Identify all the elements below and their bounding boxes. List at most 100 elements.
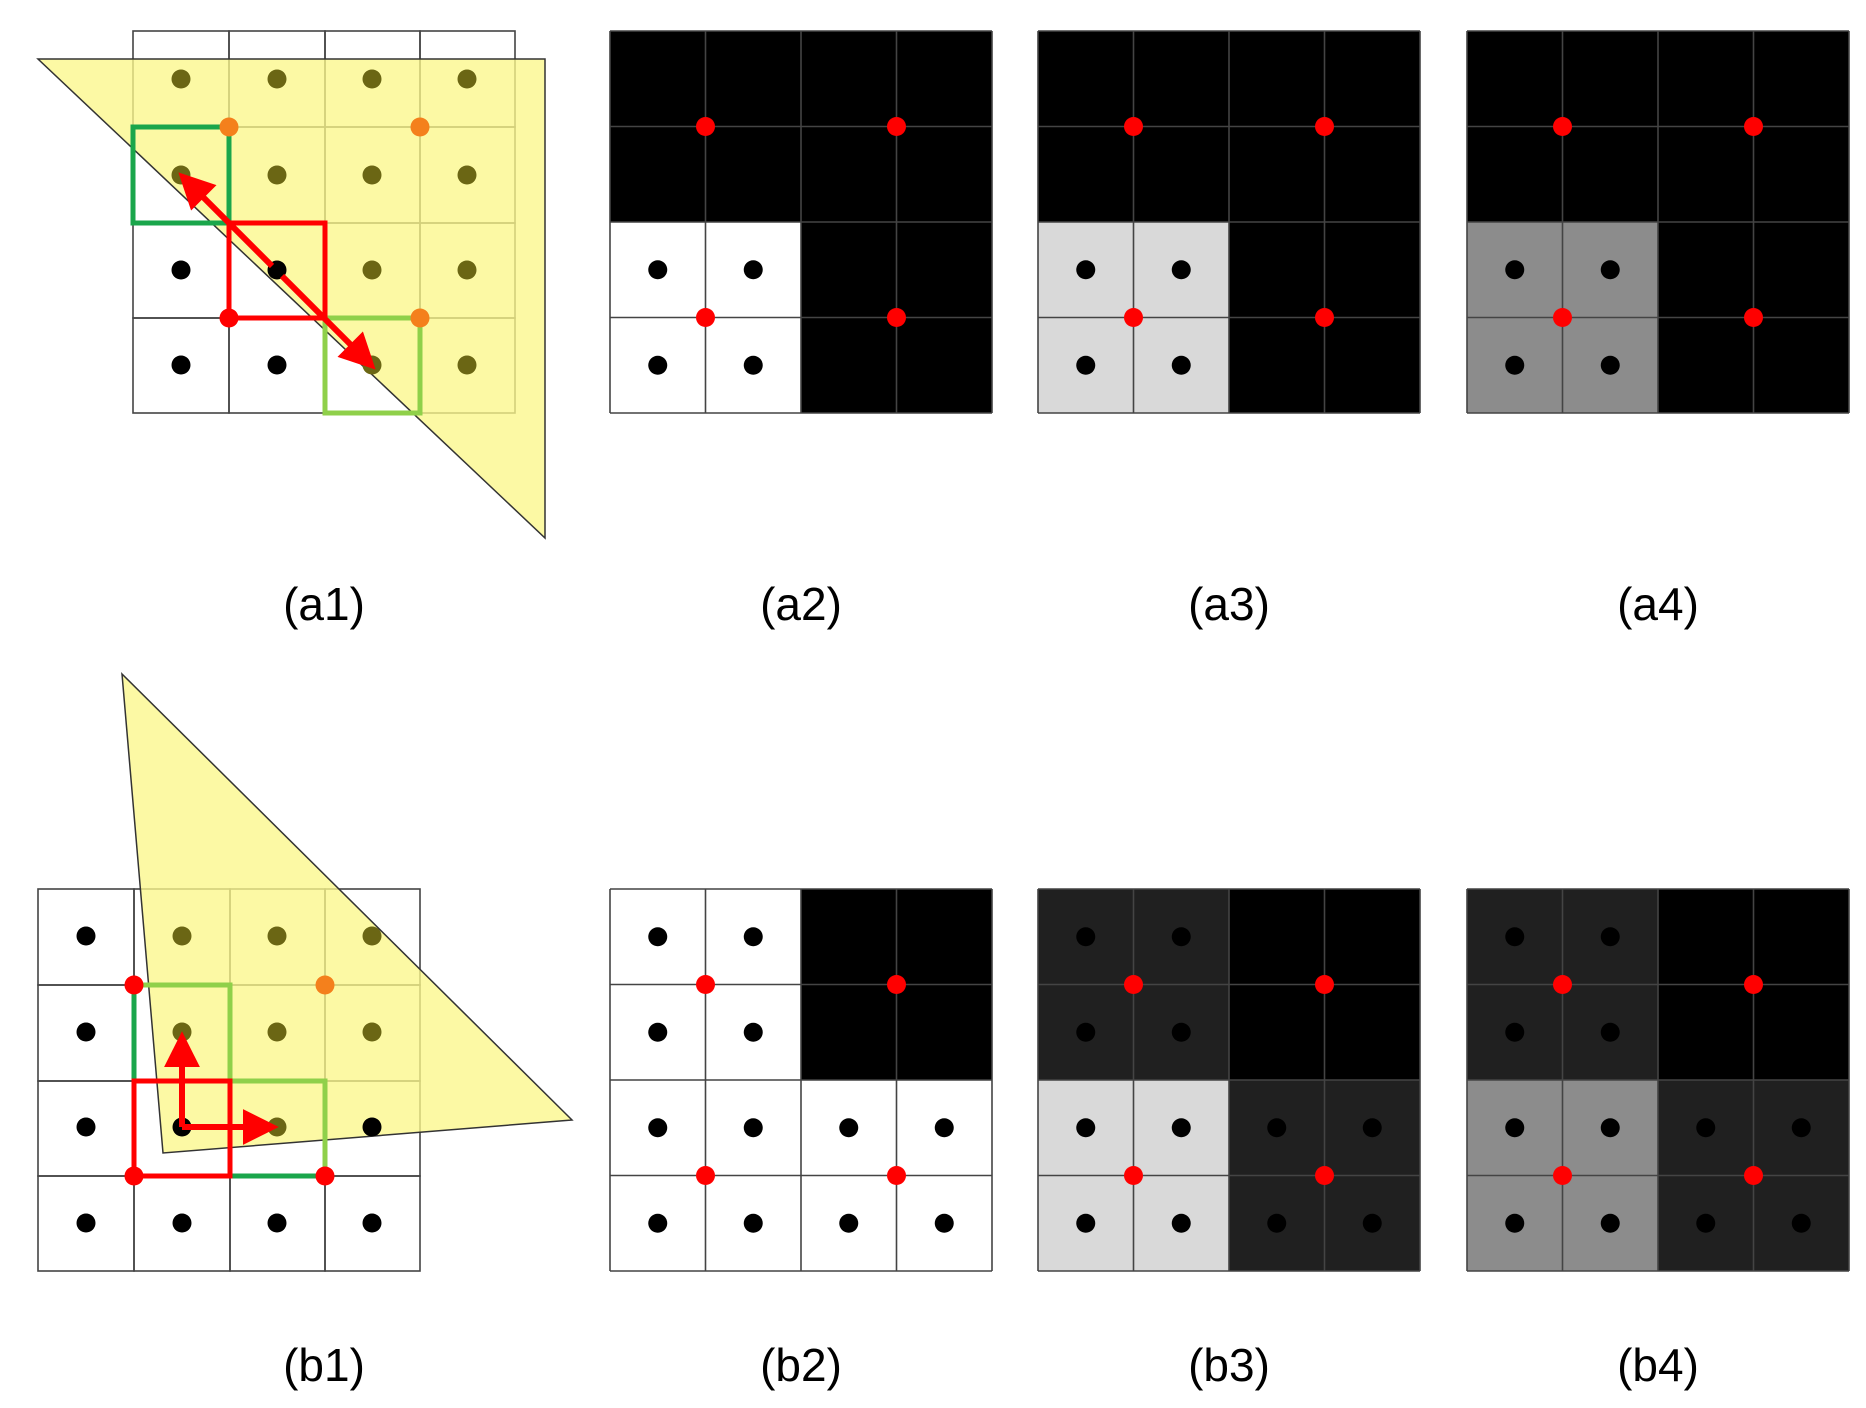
sample-dot	[648, 927, 668, 947]
sample-dot	[457, 69, 477, 89]
sample-dot	[1171, 1213, 1191, 1233]
panel-a2	[609, 30, 993, 414]
sample-dot	[1791, 1118, 1811, 1138]
vertex-dot	[887, 975, 906, 994]
sample-dot	[648, 1118, 668, 1138]
sample-dot	[839, 1213, 859, 1233]
sample-dot	[1600, 1118, 1620, 1138]
sample-dot	[1600, 927, 1620, 947]
sample-dot	[1362, 1213, 1382, 1233]
panel-a1	[36, 30, 546, 540]
panel-a3	[1037, 30, 1421, 414]
sample-dot	[1171, 355, 1191, 375]
sample-dot	[172, 926, 192, 946]
vertex-dot	[1744, 117, 1763, 136]
sample-dot	[457, 355, 477, 375]
vertex-dot	[1553, 1166, 1572, 1185]
sample-dot	[362, 69, 382, 89]
vertex-dot	[1744, 975, 1763, 994]
sample-dot	[76, 1022, 96, 1042]
sample-dot	[1696, 1118, 1716, 1138]
sample-dot	[743, 927, 763, 947]
sample-dot	[172, 1022, 192, 1042]
sample-dot	[1171, 1118, 1191, 1138]
caption-b2: (b2)	[760, 1339, 842, 1391]
panel-a1-arrows	[178, 172, 376, 370]
vertex-dot	[1315, 1166, 1334, 1185]
vertex-dot	[887, 1166, 906, 1185]
sample-dot	[267, 1022, 287, 1042]
vertex-dot	[696, 975, 715, 994]
output-panels	[609, 30, 1850, 1272]
sample-dot	[1076, 260, 1096, 280]
caption-a4: (a4)	[1617, 578, 1699, 630]
caption-a1: (a1)	[283, 578, 365, 630]
panel-b1	[37, 672, 574, 1272]
sample-dot	[1505, 927, 1525, 947]
panel-a1-neighbor-box-lower	[322, 315, 423, 416]
sample-dot	[457, 165, 477, 185]
vertex-dot	[1315, 117, 1334, 136]
captions: (a1) (a2) (a3) (a4) (b1) (b2) (b3) (b4)	[283, 578, 1699, 1391]
sample-dot	[267, 926, 287, 946]
sample-dot	[1076, 1213, 1096, 1233]
sample-dot	[648, 260, 668, 280]
vertex-dot	[1124, 1166, 1143, 1185]
panel-a1-highlight-box	[226, 220, 328, 321]
vertex-dot	[410, 117, 430, 137]
sample-dot	[1505, 260, 1525, 280]
sample-dot	[1505, 1213, 1525, 1233]
vertex-dot	[1744, 1166, 1763, 1185]
vertex-dot	[410, 308, 430, 328]
sample-dot	[648, 1022, 668, 1042]
vertex-dot	[887, 308, 906, 327]
sample-dot	[267, 165, 287, 185]
arrow-up-left	[178, 172, 275, 269]
sample-dot	[743, 355, 763, 375]
panel-b1-sample-dots	[76, 926, 382, 1233]
vertex-dot	[1124, 975, 1143, 994]
sample-dot	[362, 926, 382, 946]
sample-dot	[743, 1118, 763, 1138]
sample-dot	[1076, 1022, 1096, 1042]
sample-dot	[267, 1213, 287, 1233]
panel-b1-vertex-dots	[124, 975, 335, 1186]
sample-dot	[171, 355, 191, 375]
sample-dot	[1267, 1118, 1287, 1138]
vertex-dot	[1744, 308, 1763, 327]
sample-dot	[1076, 927, 1096, 947]
sample-dot	[267, 355, 287, 375]
sample-dot	[1600, 1022, 1620, 1042]
sample-dot	[457, 260, 477, 280]
panel-b1-arrows	[164, 1031, 279, 1145]
panel-a1-neighbor-box-upper	[130, 124, 232, 226]
vertex-dot	[696, 117, 715, 136]
sample-dot	[743, 1022, 763, 1042]
vertex-dot	[696, 1166, 715, 1185]
sample-dot	[362, 1117, 382, 1137]
sample-dot	[934, 1118, 954, 1138]
vertex-dot	[315, 975, 335, 995]
sample-dot	[1076, 1118, 1096, 1138]
vertex-dot	[696, 308, 715, 327]
sample-dot	[1171, 260, 1191, 280]
sample-dot	[934, 1213, 954, 1233]
sample-dot	[172, 1213, 192, 1233]
sample-dot	[76, 1117, 96, 1137]
vertex-dot	[887, 117, 906, 136]
sample-dot	[362, 165, 382, 185]
sample-dot	[267, 1117, 287, 1137]
sample-dot	[1171, 927, 1191, 947]
sample-dot	[743, 1213, 763, 1233]
panel-b2	[609, 888, 993, 1272]
vertex-dot	[124, 1166, 144, 1186]
sample-dot	[648, 355, 668, 375]
sample-dot	[1505, 355, 1525, 375]
vertex-dot	[1553, 975, 1572, 994]
sample-dot	[1362, 1118, 1382, 1138]
sample-dot	[1076, 355, 1096, 375]
sample-dot	[1505, 1118, 1525, 1138]
sample-dot	[1267, 1213, 1287, 1233]
sample-dot	[267, 69, 287, 89]
